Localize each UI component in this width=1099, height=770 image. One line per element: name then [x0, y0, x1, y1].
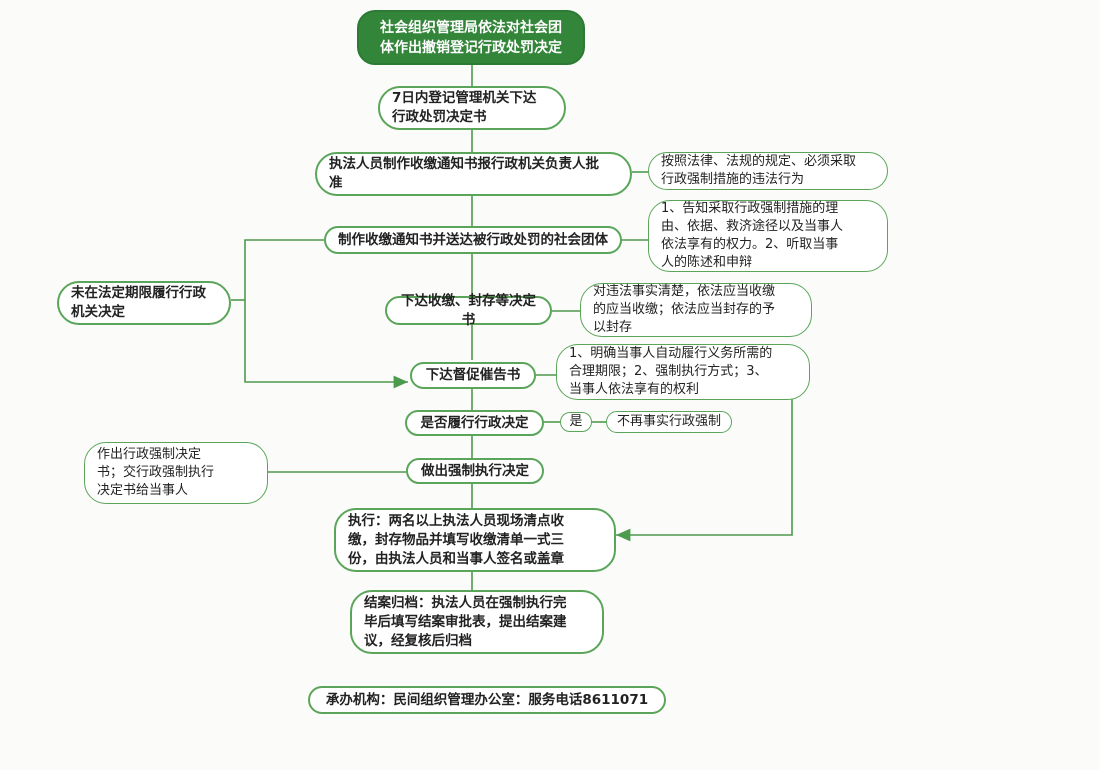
step-fulfilled-check: 是否履行行政决定: [405, 410, 544, 436]
step-archive: 结案归档：执法人员在强制执行完 毕后填写结案审批表，提出结案建 议，经复核后归档: [350, 590, 604, 654]
note-text: 1、明确当事人自动履行义务所需的 合理期限；2、强制执行方式；3、 当事人依法享…: [569, 346, 773, 397]
note-violation: 按照法律、法规的规定、必须采取 行政强制措施的违法行为: [648, 152, 888, 190]
step-urge-notice: 下达督促催告书: [410, 362, 536, 389]
step-issue-decision: 7日内登记管理机关下达 行政处罚决定书: [378, 86, 566, 130]
step-text: 下达收缴、封存等决定书: [401, 292, 536, 328]
step-text: 做出强制执行决定: [421, 462, 529, 479]
step-text: 是否履行行政决定: [420, 414, 529, 431]
note-text: 按照法律、法规的规定、必须采取 行政强制措施的违法行为: [661, 154, 857, 187]
yes-result: 不再事实行政强制: [606, 411, 732, 433]
title-text: 社会组织管理局依法对社会团 体作出撤销登记行政处罚决定: [380, 19, 562, 56]
note-confiscate: 对违法事实清楚，依法应当收缴 的应当收缴；依法应当封存的予 以封存: [580, 283, 812, 337]
step-text: 执法人员制作收缴通知书报行政机关负责人批 准: [329, 156, 599, 191]
side-not-fulfilled: 未在法定期限履行行政 机关决定: [57, 281, 231, 325]
step-text: 执行：两名以上执法人员现场清点收 缴，封存物品并填写收缴清单一式三 份，由执法人…: [348, 512, 564, 567]
step-text: 结案归档：执法人员在强制执行完 毕后填写结案审批表，提出结案建 议，经复核后归档: [364, 594, 567, 649]
step-approval: 执法人员制作收缴通知书报行政机关负责人批 准: [315, 152, 632, 196]
title-node: 社会组织管理局依法对社会团 体作出撤销登记行政处罚决定: [357, 10, 585, 65]
side-text: 作出行政强制决定 书；交行政强制执行 决定书给当事人: [97, 447, 215, 498]
side-issue-enforcement: 作出行政强制决定 书；交行政强制执行 决定书给当事人: [84, 442, 268, 504]
yes-result-text: 不再事实行政强制: [617, 414, 722, 429]
step-enforcement-decision: 做出强制执行决定: [406, 458, 544, 484]
step-text: 下达督促催告书: [425, 367, 521, 383]
step-text: 制作收缴通知书并送达被行政处罚的社会团体: [338, 231, 608, 248]
step-execution: 执行：两名以上执法人员现场清点收 缴，封存物品并填写收缴清单一式三 份，由执法人…: [334, 508, 616, 572]
step-send-notice: 制作收缴通知书并送达被行政处罚的社会团体: [324, 226, 622, 254]
yes-text: 是: [569, 414, 583, 429]
side-text: 未在法定期限履行行政 机关决定: [71, 285, 206, 320]
yes-label: 是: [560, 412, 592, 432]
note-text: 1、告知采取行政强制措施的理 由、依据、救济途径以及当事人 依法享有的权力。2、…: [661, 201, 844, 270]
step-seal-decision: 下达收缴、封存等决定书: [385, 293, 552, 328]
step-text: 7日内登记管理机关下达 行政处罚决定书: [392, 90, 537, 125]
note-inform-rights: 1、告知采取行政强制措施的理 由、依据、救济途径以及当事人 依法享有的权力。2、…: [648, 200, 888, 272]
note-deadline: 1、明确当事人自动履行义务所需的 合理期限；2、强制执行方式；3、 当事人依法享…: [556, 344, 810, 400]
note-text: 对违法事实清楚，依法应当收缴 的应当收缴；依法应当封存的予 以封存: [593, 284, 776, 335]
footer-text: 承办机构：民间组织管理办公室：服务电话8611071: [325, 691, 649, 708]
footer-contact: 承办机构：民间组织管理办公室：服务电话8611071: [308, 686, 666, 714]
